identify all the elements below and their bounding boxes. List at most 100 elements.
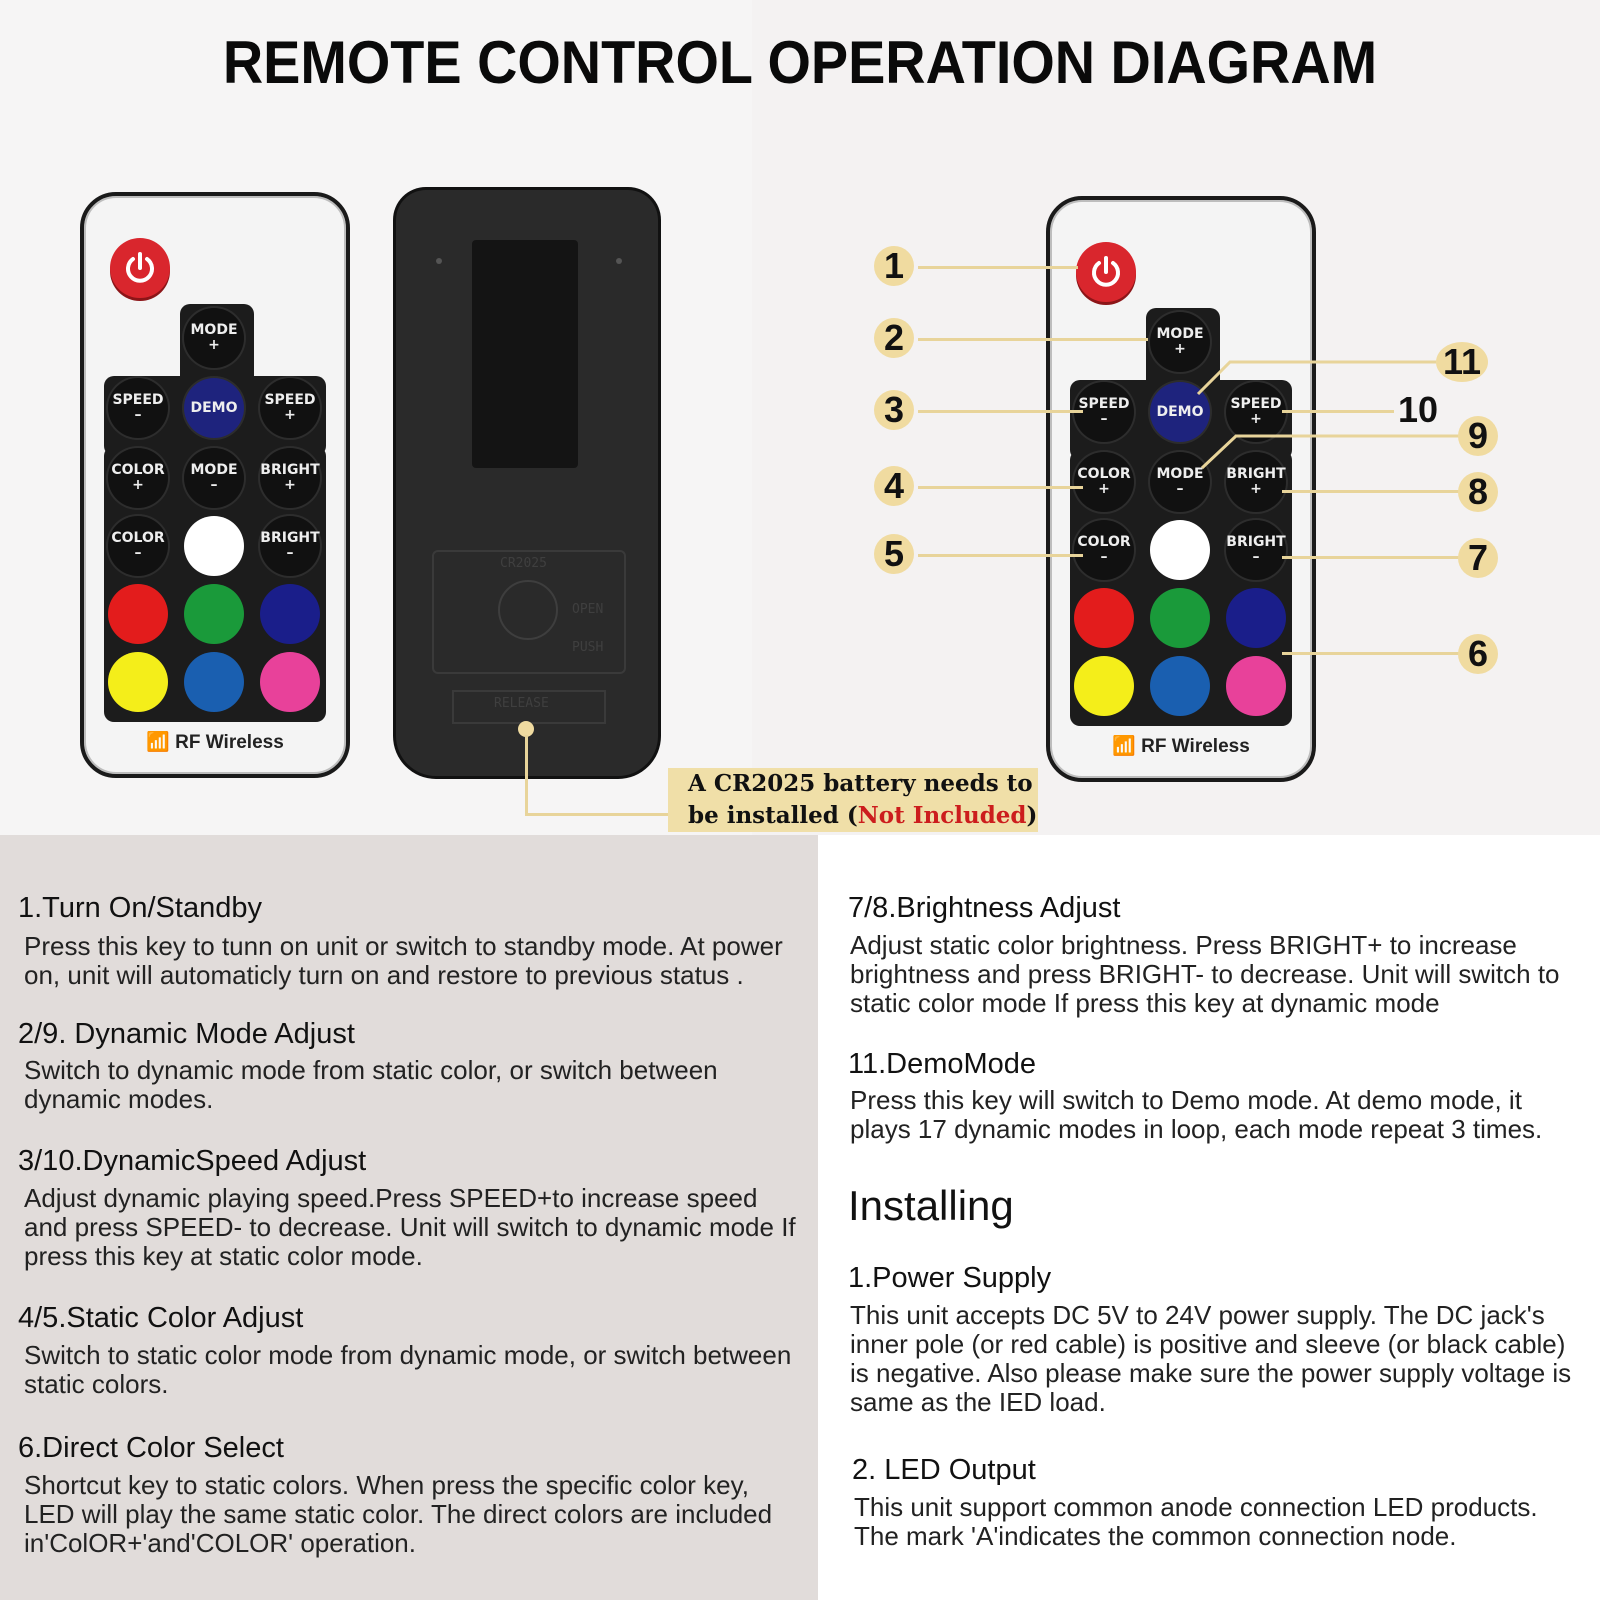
battery-leader-horizontal bbox=[525, 813, 670, 816]
yellow-color-button[interactable] bbox=[108, 652, 168, 712]
key-sign: – bbox=[134, 407, 142, 423]
remote-back-slot bbox=[472, 240, 578, 468]
wifi-icon: 📶 bbox=[1112, 736, 1136, 757]
speed-minus-button[interactable]: SPEED– bbox=[108, 378, 168, 438]
key-sign: – bbox=[1100, 411, 1108, 427]
leader-10 bbox=[1282, 410, 1394, 413]
key-sign: + bbox=[208, 337, 220, 353]
section-body: Switch to static color mode from dynamic… bbox=[24, 1340, 792, 1399]
demo-button[interactable]: DEMO bbox=[184, 378, 244, 438]
mode-minus-button[interactable]: MODE– bbox=[184, 448, 244, 508]
key-sign: + bbox=[284, 477, 296, 493]
release-engraving: RELEASE bbox=[494, 696, 549, 711]
color-minus-button[interactable]: COLOR– bbox=[108, 516, 168, 576]
callout-5: 5 bbox=[874, 533, 914, 574]
section-body: Press this key to tunn on unit or switch… bbox=[24, 931, 783, 990]
mode-plus-button[interactable]: MODE+ bbox=[1150, 312, 1210, 372]
leader-8 bbox=[1282, 490, 1460, 493]
bright-plus-button[interactable]: BRIGHT+ bbox=[260, 448, 320, 508]
key-label: MODE bbox=[1156, 466, 1204, 482]
key-label: MODE bbox=[190, 462, 238, 478]
key-label: COLOR bbox=[111, 530, 165, 546]
key-label: COLOR bbox=[1077, 534, 1131, 550]
key-label: MODE bbox=[190, 322, 238, 338]
callout-8: 8 bbox=[1458, 471, 1498, 512]
mode-plus-button[interactable]: MODE+ bbox=[184, 308, 244, 368]
bright-minus-button[interactable]: BRIGHT– bbox=[260, 516, 320, 576]
bright-plus-button[interactable]: BRIGHT+ bbox=[1226, 452, 1286, 512]
battery-engraving: CR2025 bbox=[500, 556, 547, 571]
battery-callout: A CR2025 battery needs to be installed (… bbox=[668, 768, 1038, 832]
screw-dot-left bbox=[436, 258, 442, 264]
red-color-button[interactable] bbox=[1074, 588, 1134, 648]
key-sign: – bbox=[134, 545, 142, 561]
blue-color-button[interactable] bbox=[260, 584, 320, 644]
speed-minus-button[interactable]: SPEED– bbox=[1074, 382, 1134, 442]
section-heading: 1.Turn On/Standby bbox=[18, 892, 262, 924]
leader-7 bbox=[1282, 556, 1460, 559]
key-label: DEMO bbox=[1156, 403, 1204, 420]
rf-wireless-text: RF Wireless bbox=[175, 732, 284, 753]
callout-3: 3 bbox=[874, 389, 914, 430]
section-heading: 3/10.DynamicSpeed Adjust bbox=[18, 1145, 367, 1177]
callout-10: 10 bbox=[1397, 389, 1439, 430]
key-label: SPEED bbox=[112, 392, 164, 408]
section-heading: 1.Power Supply bbox=[848, 1262, 1052, 1294]
white-color-button[interactable] bbox=[184, 516, 244, 576]
light-blue-color-button[interactable] bbox=[1150, 656, 1210, 716]
remote-back: CR2025 OPEN PUSH RELEASE bbox=[396, 190, 658, 776]
rf-wireless-text: RF Wireless bbox=[1141, 736, 1250, 757]
red-color-button[interactable] bbox=[108, 584, 168, 644]
key-sign: – bbox=[210, 477, 218, 493]
battery-callout-line1: A CR2025 battery needs to bbox=[688, 770, 1033, 797]
key-sign: – bbox=[1252, 549, 1260, 565]
speed-plus-button[interactable]: SPEED+ bbox=[260, 378, 320, 438]
section-heading: 7/8.Brightness Adjust bbox=[848, 892, 1121, 924]
callout-9: 9 bbox=[1458, 415, 1498, 456]
mode-minus-button[interactable]: MODE– bbox=[1150, 452, 1210, 512]
rf-label: 📶 RF Wireless bbox=[84, 730, 346, 754]
left-text-panel bbox=[0, 835, 818, 1600]
section-body: Adjust static color brightness. Press BR… bbox=[850, 930, 1560, 1018]
key-sign: + bbox=[1174, 341, 1186, 357]
section-heading: 6.Direct Color Select bbox=[18, 1432, 284, 1464]
callout-1: 1 bbox=[874, 245, 914, 286]
pink-color-button[interactable] bbox=[1226, 656, 1286, 716]
section-heading: 11.DemoMode bbox=[848, 1048, 1037, 1080]
key-sign: – bbox=[1100, 549, 1108, 565]
bright-minus-button[interactable]: BRIGHT– bbox=[1226, 520, 1286, 580]
right-text-panel bbox=[818, 835, 1600, 1600]
power-icon bbox=[126, 252, 154, 283]
battery-leader-dot bbox=[518, 721, 534, 737]
section-heading: 4/5.Static Color Adjust bbox=[18, 1302, 304, 1334]
leader-9 bbox=[1200, 434, 1462, 470]
speed-plus-button[interactable]: SPEED+ bbox=[1226, 382, 1286, 442]
power-button bbox=[1076, 242, 1136, 302]
battery-callout-prefix: be installed ( bbox=[688, 802, 858, 829]
leader-11 bbox=[1196, 360, 1436, 396]
color-plus-button[interactable]: COLOR+ bbox=[1074, 452, 1134, 512]
color-plus-button[interactable]: COLOR+ bbox=[108, 448, 168, 508]
rf-label: 📶 RF Wireless bbox=[1050, 734, 1312, 758]
leader-5 bbox=[918, 554, 1083, 557]
leader-3 bbox=[918, 410, 1083, 413]
pink-color-button[interactable] bbox=[260, 652, 320, 712]
yellow-color-button[interactable] bbox=[1074, 656, 1134, 716]
green-color-button[interactable] bbox=[184, 584, 244, 644]
green-color-button[interactable] bbox=[1150, 588, 1210, 648]
blue-color-button[interactable] bbox=[1226, 588, 1286, 648]
color-minus-button[interactable]: COLOR– bbox=[1074, 520, 1134, 580]
push-engraving: PUSH bbox=[572, 640, 604, 655]
section-body: Shortcut key to static colors. When pres… bbox=[24, 1470, 773, 1558]
light-blue-color-button[interactable] bbox=[184, 652, 244, 712]
white-color-button[interactable] bbox=[1150, 520, 1210, 580]
key-label: MODE bbox=[1156, 326, 1204, 342]
callout-7: 7 bbox=[1458, 537, 1498, 578]
key-label: BRIGHT bbox=[260, 462, 320, 478]
callout-2: 2 bbox=[874, 317, 914, 358]
power-button bbox=[110, 238, 170, 298]
key-label: COLOR bbox=[111, 462, 165, 478]
